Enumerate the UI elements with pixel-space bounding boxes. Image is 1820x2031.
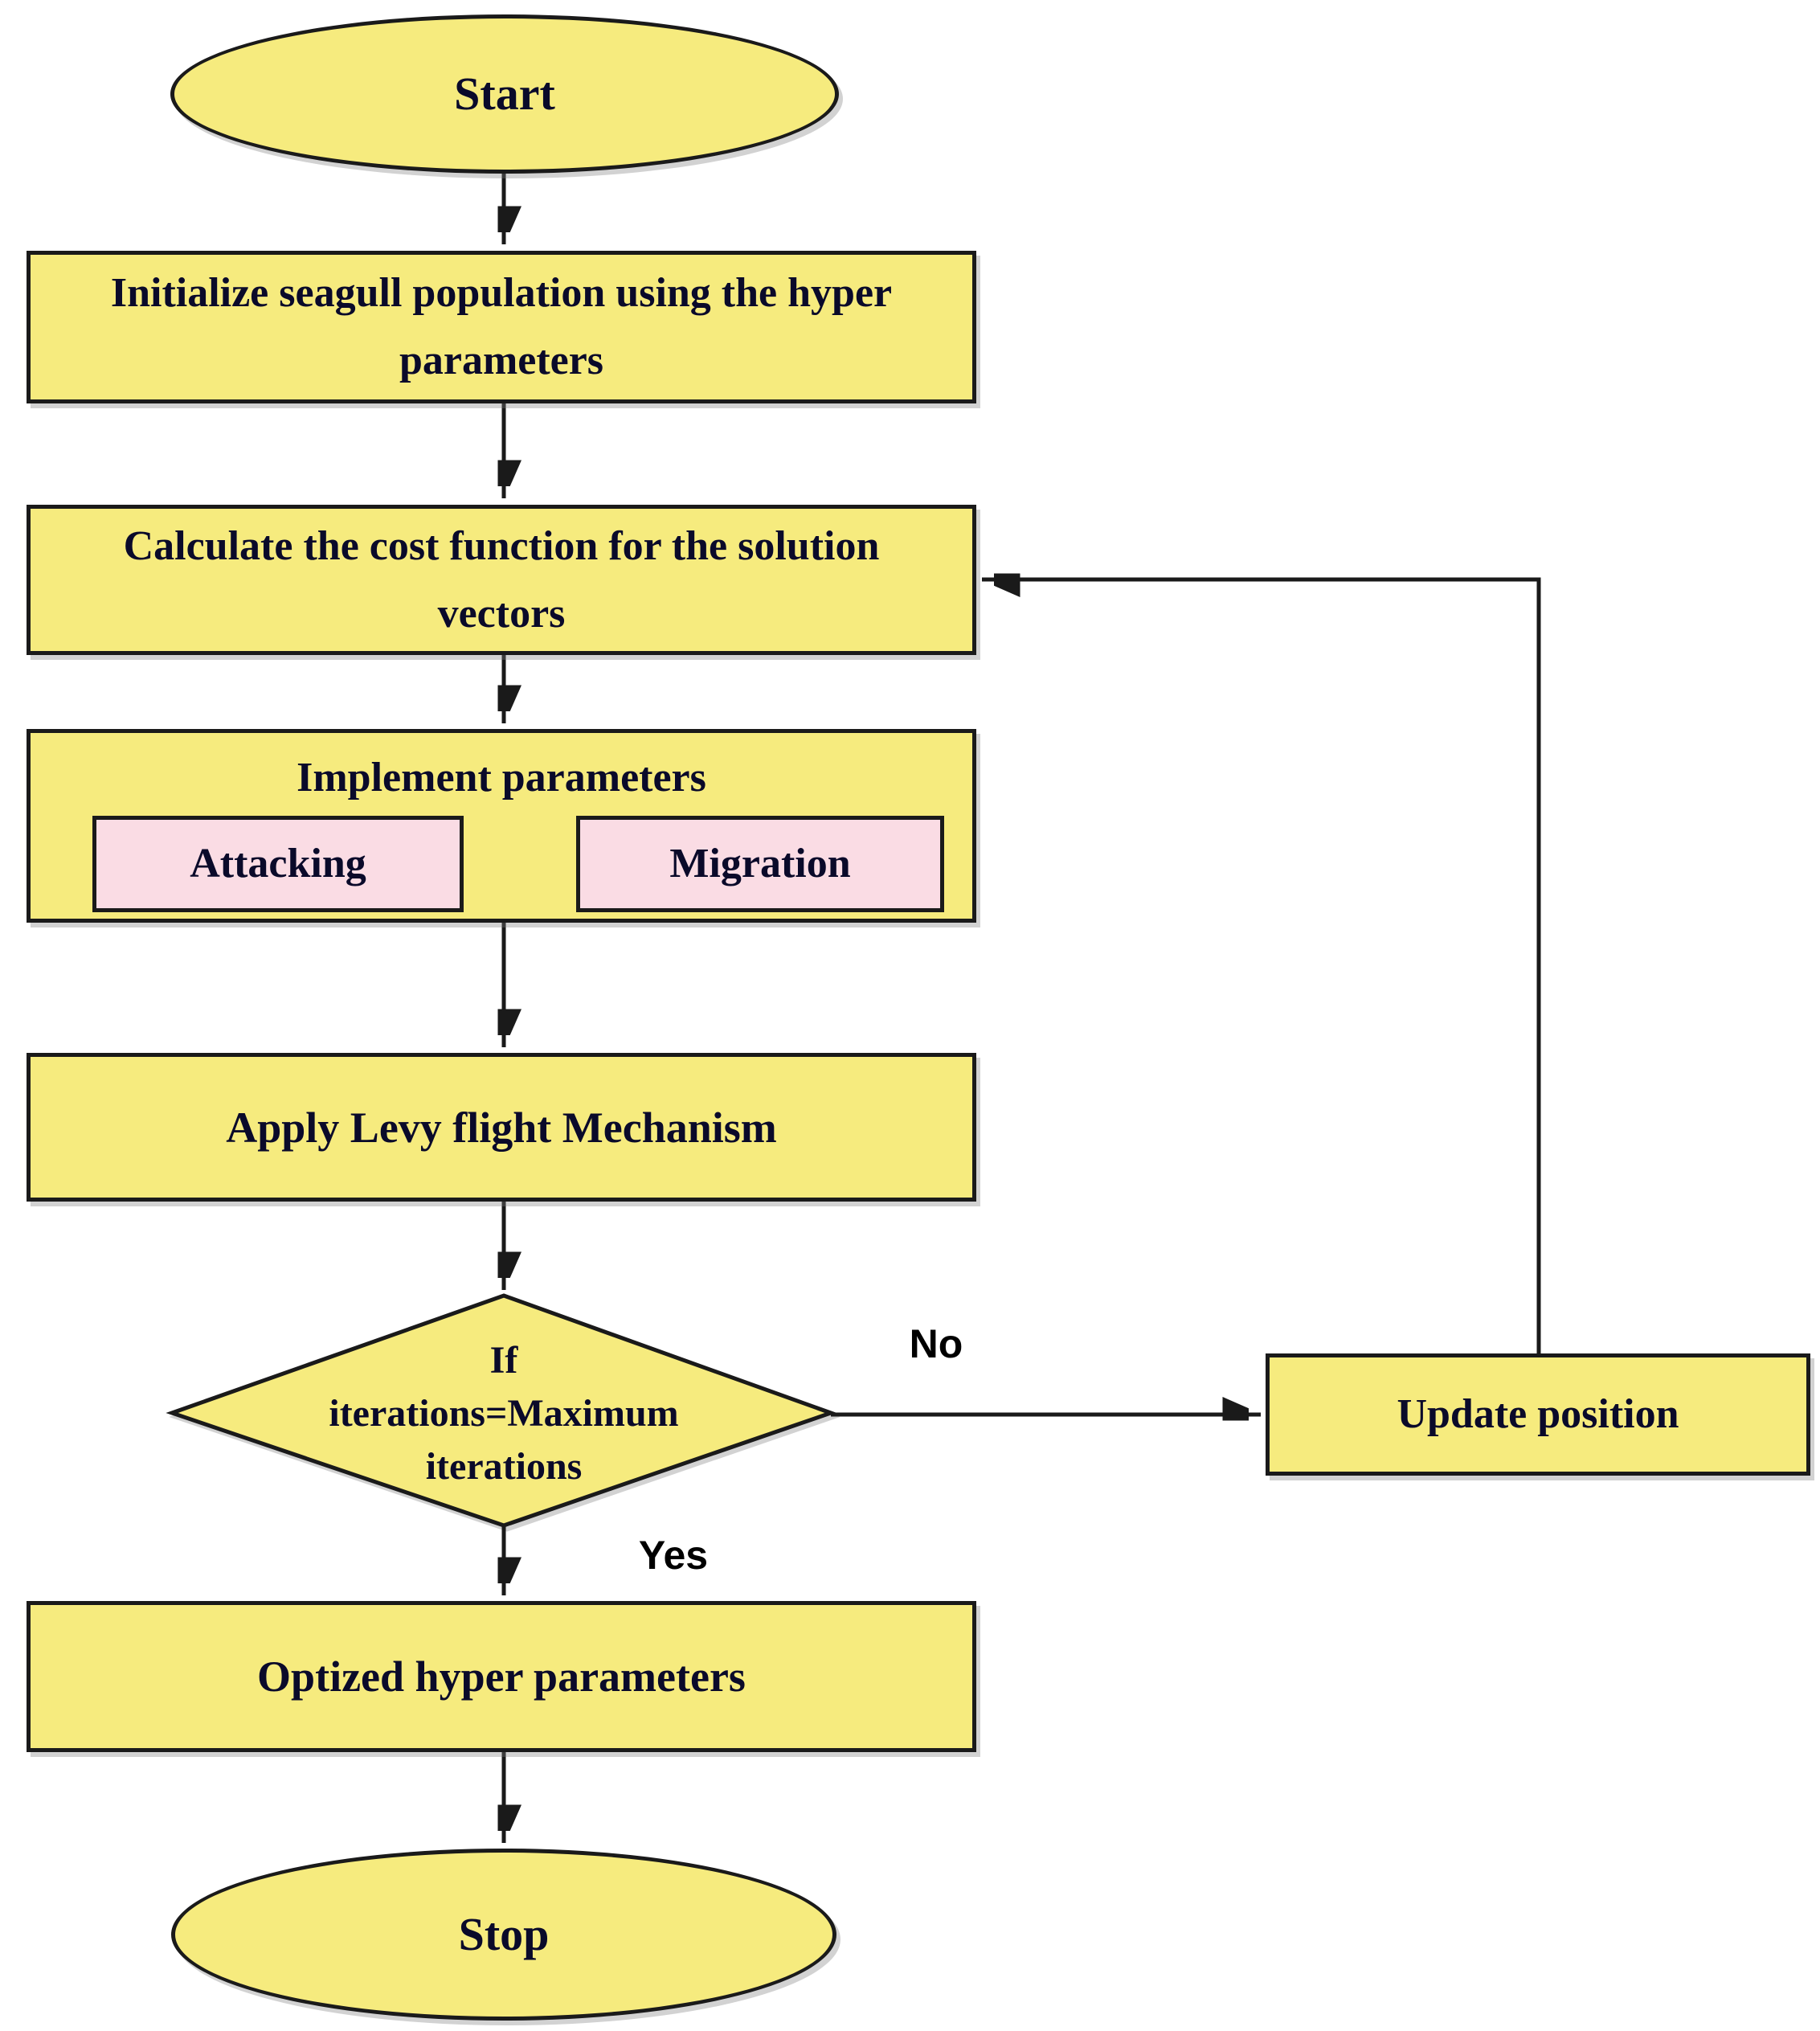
migration-subnode: Migration [576,816,944,912]
edge-label-no: No [909,1321,963,1366]
initialize-label-line2: parameters [399,338,604,383]
update-position-label: Update position [1397,1391,1679,1437]
decision-label-line3: iterations [425,1445,583,1488]
optimized-label: Optized hyper parameters [257,1652,746,1701]
initialize-label-line1: Initialize seagull population using the … [110,270,893,316]
levy-node: Apply Levy flight Mechanism [27,1053,976,1202]
implement-node: Implement parameters Attacking Migration [27,729,976,923]
attacking-subnode: Attacking [92,816,464,912]
stop-label: Stop [458,1908,550,1960]
edge-label-yes: Yes [638,1533,709,1578]
optimized-node: Optized hyper parameters [27,1601,976,1752]
edge-update-loop-to-calculate [982,579,1541,1353]
levy-label: Apply Levy flight Mechanism [226,1103,777,1152]
decision-label-line1: If [489,1339,518,1382]
start-node: Start [170,14,839,174]
stop-node: Stop [171,1849,836,2021]
decision-node: If iterations=Maximum iterations [263,1334,745,1493]
initialize-node: Initialize seagull population using the … [27,251,976,403]
migration-label: Migration [669,841,851,887]
calculate-label-line1: Calculate the cost function for the solu… [123,522,880,569]
update-position-node: Update position [1266,1353,1810,1476]
start-label: Start [454,68,555,120]
calculate-label-line2: vectors [437,590,566,637]
attacking-label: Attacking [190,841,366,887]
implement-title: Implement parameters [297,755,706,801]
decision-label-line2: iterations=Maximum [329,1392,679,1435]
calculate-node: Calculate the cost function for the solu… [27,505,976,655]
